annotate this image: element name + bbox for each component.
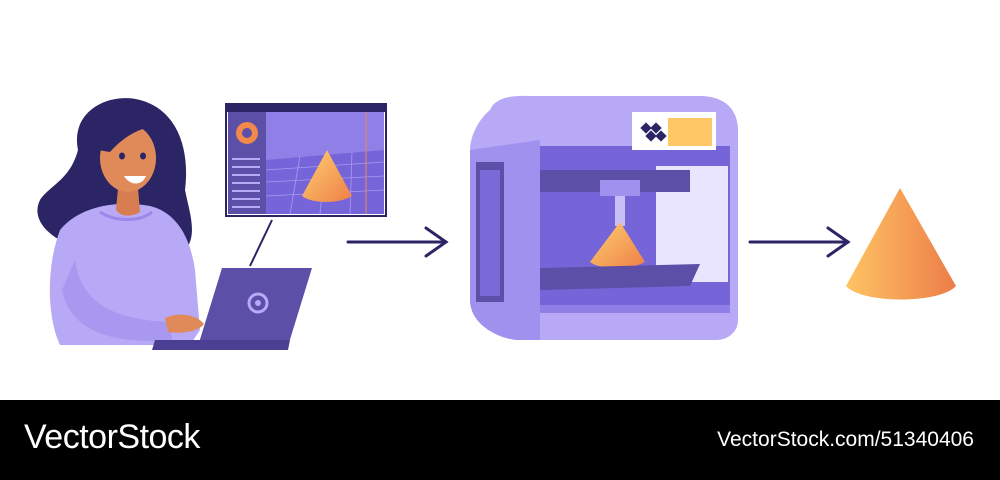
image-id-label: VectorStock.com/51340406 xyxy=(717,428,974,451)
eye-right xyxy=(140,152,146,160)
brand-label: VectorStock xyxy=(24,418,200,456)
print-bed xyxy=(540,264,700,290)
callout-line xyxy=(249,219,273,267)
collar xyxy=(99,210,153,221)
hair-fringe xyxy=(98,117,155,152)
cone-icon xyxy=(302,150,352,202)
printer-icon xyxy=(470,95,738,340)
woman-figure xyxy=(37,98,204,345)
laptop xyxy=(152,268,312,350)
arrow-right-icon xyxy=(346,226,449,258)
laptop-gear-icon xyxy=(247,292,269,314)
arrow-right-icon xyxy=(748,226,851,258)
smile xyxy=(124,176,146,184)
software-window-icon xyxy=(225,103,387,217)
eye-left xyxy=(119,152,125,160)
cone-icon xyxy=(846,188,956,300)
sweater-sleeve xyxy=(62,260,172,341)
printed-cone xyxy=(590,222,645,268)
neck xyxy=(116,188,140,216)
hand xyxy=(165,314,204,333)
watermark-footer: VectorStock VectorStock.com/51340406 xyxy=(0,400,1000,480)
laptop-screen-back xyxy=(198,268,312,346)
illustration-scene xyxy=(37,95,956,350)
laptop-base xyxy=(152,340,290,350)
